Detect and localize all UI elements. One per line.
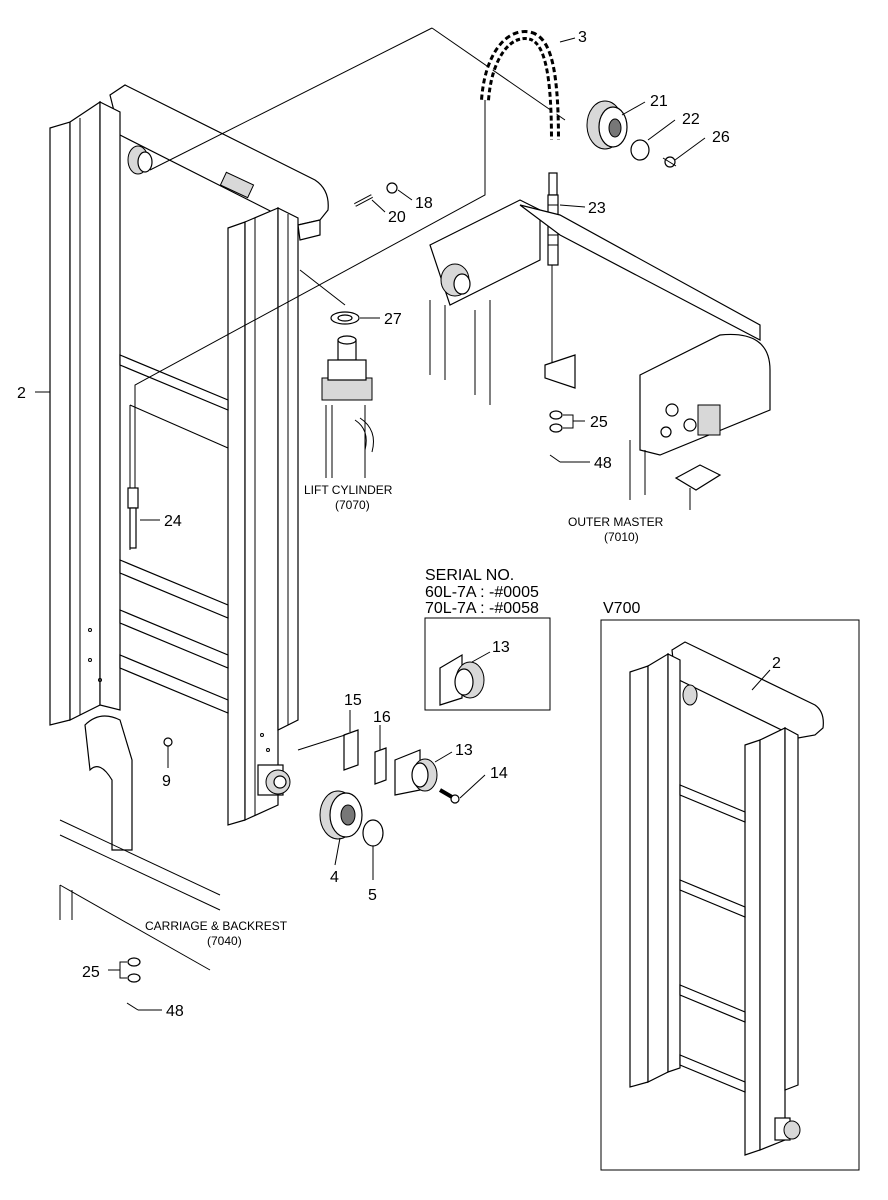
callout-48-lower: 48 [166,1003,184,1020]
callout-25-lower: 25 [82,964,100,981]
outer-master-label: OUTER MASTER [568,515,664,529]
sheave-part [586,100,628,150]
callout-23: 23 [588,200,606,217]
callout-3: 3 [578,29,587,46]
lift-cylinder-label: LIFT CYLINDER [304,483,393,497]
callout-4: 4 [330,869,339,886]
carriage-illustration [59,715,221,971]
callout-13: 13 [455,742,473,759]
lock-nuts-lower [126,957,141,1011]
retaining-ring-part [362,819,384,847]
callout-2: 2 [17,385,26,402]
callout-13-inset: 13 [492,639,510,656]
leader-lines [35,37,706,1011]
chain-part [480,29,560,141]
bearing-part [319,790,363,840]
side-roller-part [394,749,438,796]
serial-line-1: 60L-7A : -#0005 [425,584,539,601]
v700-mast-illustration [629,641,824,1156]
callout-16: 16 [373,709,391,726]
shim-16-part [374,747,387,785]
callout-15: 15 [344,692,362,709]
serial-line-2: 70L-7A : -#0058 [425,600,539,617]
snap-ring-part [630,139,650,161]
callout-20: 20 [388,209,406,226]
callout-18: 18 [415,195,433,212]
bolt-24-part [127,487,139,549]
callout-24: 24 [164,513,182,530]
lock-nuts-upper [549,410,563,463]
callout-2-v700: 2 [772,655,781,672]
callout-48-upper: 48 [594,455,612,472]
pin-part [354,194,373,207]
serial-roller-part [439,651,491,706]
v700-leader [751,669,771,691]
callout-26: 26 [712,129,730,146]
callout-27: 27 [384,311,402,328]
bolt-part [662,156,677,168]
carriage-code: (7040) [207,934,242,948]
callout-9: 9 [162,773,171,790]
outer-master-code: (7010) [604,530,639,544]
nut-part [386,182,398,194]
v700-inset-box [600,619,860,1171]
inner-mast-illustration [49,84,329,826]
shim-15-part [343,729,359,771]
callout-25-upper: 25 [590,414,608,431]
serial-inset-box [424,617,551,711]
v700-title: V700 [603,600,640,617]
callout-21: 21 [650,93,668,110]
lift-cylinder-code: (7070) [335,498,370,512]
callout-22: 22 [682,111,700,128]
callout-14: 14 [490,765,508,782]
carriage-label: CARRIAGE & BACKREST [145,919,288,933]
outer-mast-illustration [429,199,771,510]
serial-title: SERIAL NO. [425,567,514,584]
pin-9-part [163,737,173,747]
bolt-14-part [438,788,460,804]
callout-5: 5 [368,887,377,904]
lift-cylinder-illustration [321,335,374,478]
